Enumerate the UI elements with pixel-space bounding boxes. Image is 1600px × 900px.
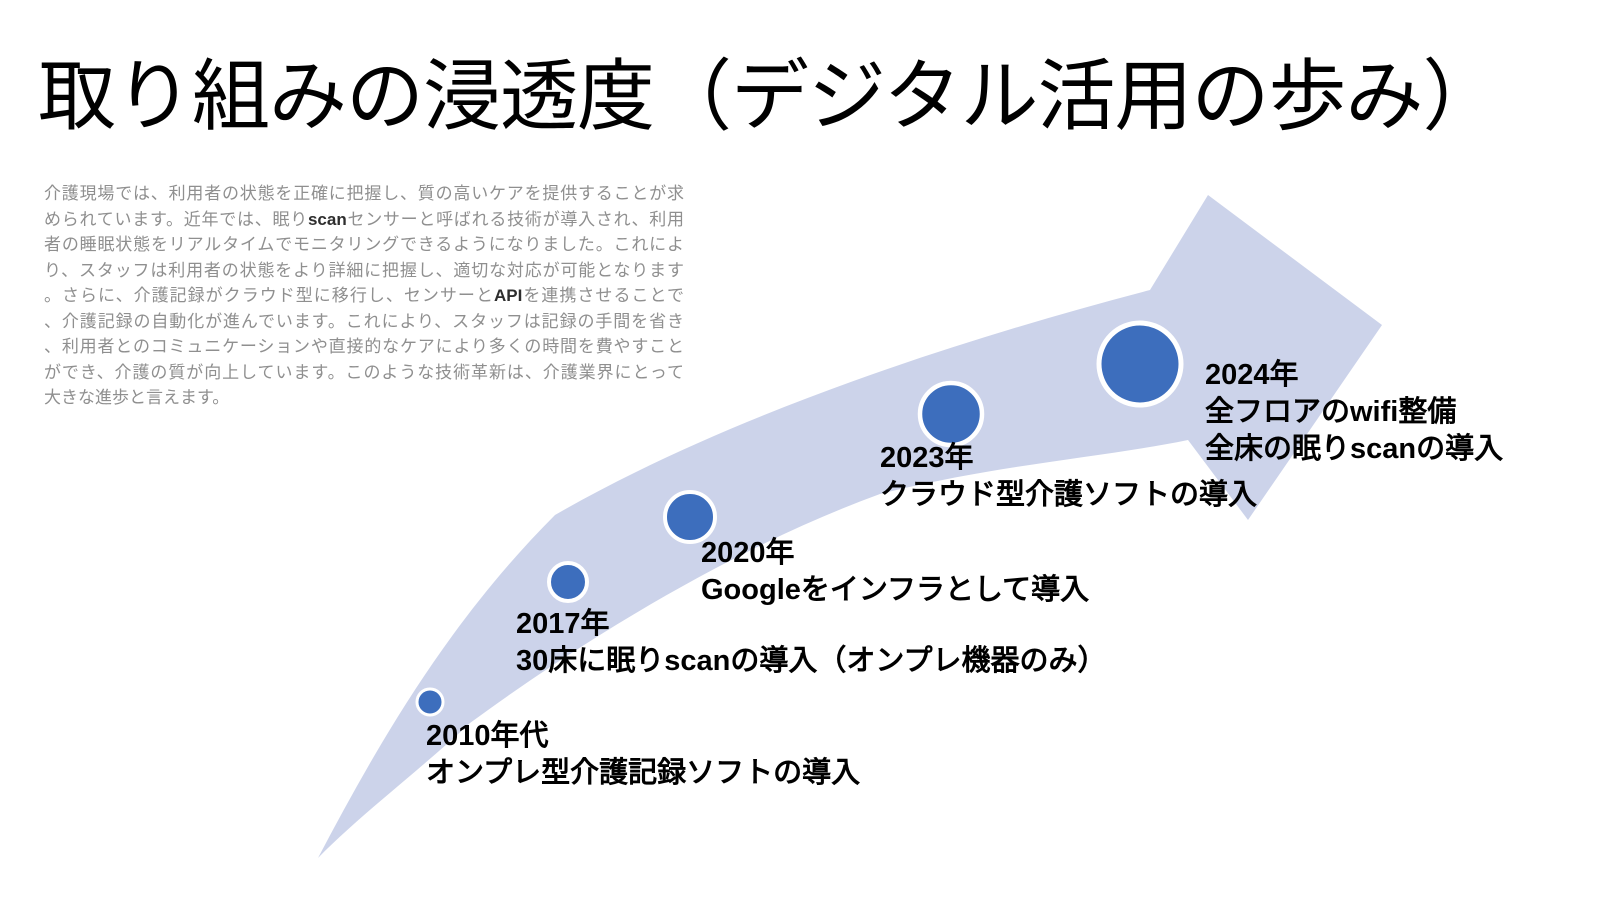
milestone-dot-2017 (547, 561, 589, 603)
milestone-desc: 30床に眠りscanの導入（オンプレ機器のみ） (516, 645, 1107, 677)
milestone-2017: 2017年 30床に眠りscanの導入（オンプレ機器のみ） (516, 606, 1107, 680)
milestone-year: 2010年代 (426, 720, 549, 752)
milestone-year: 2020年 (701, 537, 795, 569)
milestone-year: 2023年 (880, 442, 974, 474)
milestone-year: 2017年 (516, 608, 610, 640)
milestone-year: 2024年 (1205, 359, 1299, 391)
milestone-2023: 2023年 クラウド型介護ソフトの導入 (880, 440, 1257, 514)
page-title: 取り組みの浸透度（デジタル活用の歩み） (38, 52, 1500, 140)
milestone-dot-2024 (1096, 320, 1184, 408)
milestone-2010: 2010年代 オンプレ型介護記録ソフトの導入 (426, 718, 860, 792)
milestone-2020: 2020年 Googleをインフラとして導入 (701, 535, 1089, 609)
milestone-dot-2010 (415, 687, 445, 717)
milestone-desc: Googleをインフラとして導入 (701, 574, 1090, 606)
milestone-desc: クラウド型介護ソフトの導入 (880, 479, 1258, 511)
milestone-desc: オンプレ型介護記録ソフトの導入 (426, 757, 861, 789)
milestone-desc: 全フロアのwifi整備全床の眠りscanの導入 (1205, 396, 1504, 465)
milestone-2024: 2024年 全フロアのwifi整備全床の眠りscanの導入 (1205, 357, 1503, 468)
milestone-dot-2020 (663, 490, 717, 544)
intro-paragraph: 介護現場では、利用者の状態を正確に把握し、質の高いケアを提供することが求められて… (44, 184, 685, 407)
milestone-dot-2023 (917, 380, 985, 448)
